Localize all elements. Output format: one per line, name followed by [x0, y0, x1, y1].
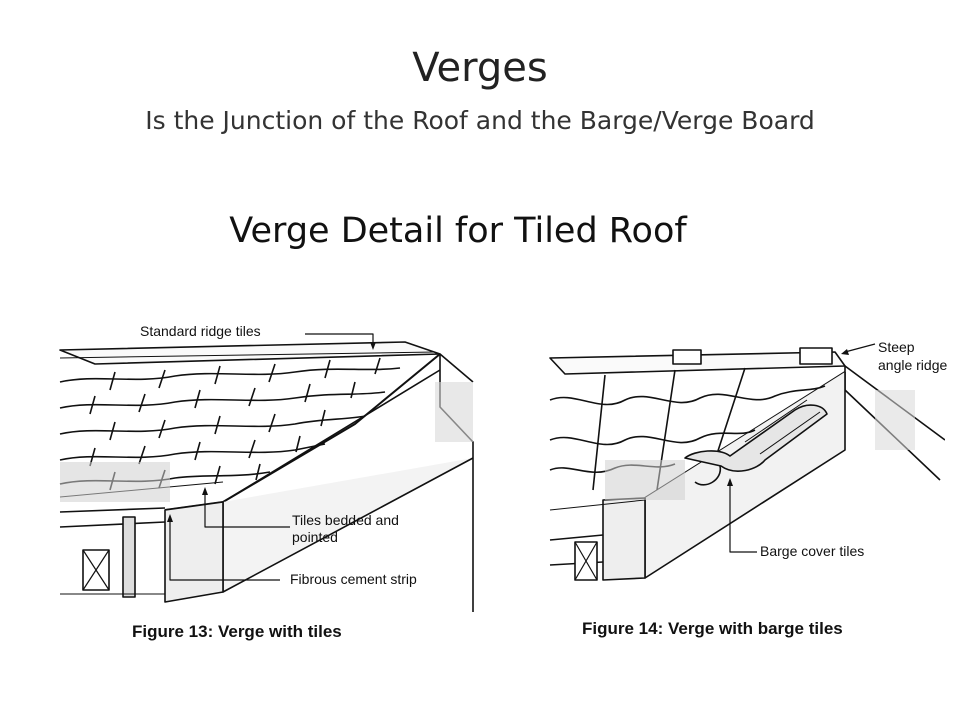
verge-with-barge-tiles-illustration	[549, 343, 945, 581]
figure-13-verge-with-tiles-drawing	[55, 312, 475, 612]
label-steep-angle-ridge: Steep angle ridge	[878, 339, 948, 373]
section-heading: Verge Detail for Tiled Roof	[229, 211, 687, 251]
label-standard-ridge-tiles: Standard ridge tiles	[140, 323, 261, 339]
figure-14-caption: Figure 14: Verge with barge tiles	[582, 619, 843, 638]
label-tiles-bedded-and-pointed: Tiles bedded and pointed	[292, 512, 399, 545]
slide-subtitle: Is the Junction of the Roof and the Barg…	[145, 106, 815, 135]
label-barge-cover-tiles: Barge cover tiles	[760, 543, 865, 559]
figure-13-caption: Figure 13: Verge with tiles	[132, 622, 342, 641]
slide-title: Verges	[412, 45, 548, 91]
figure-14-verge-with-barge-tiles-drawing	[545, 330, 945, 615]
label-fibrous-cement-strip: Fibrous cement strip	[290, 571, 417, 587]
verge-with-tiles-illustration	[59, 333, 474, 612]
